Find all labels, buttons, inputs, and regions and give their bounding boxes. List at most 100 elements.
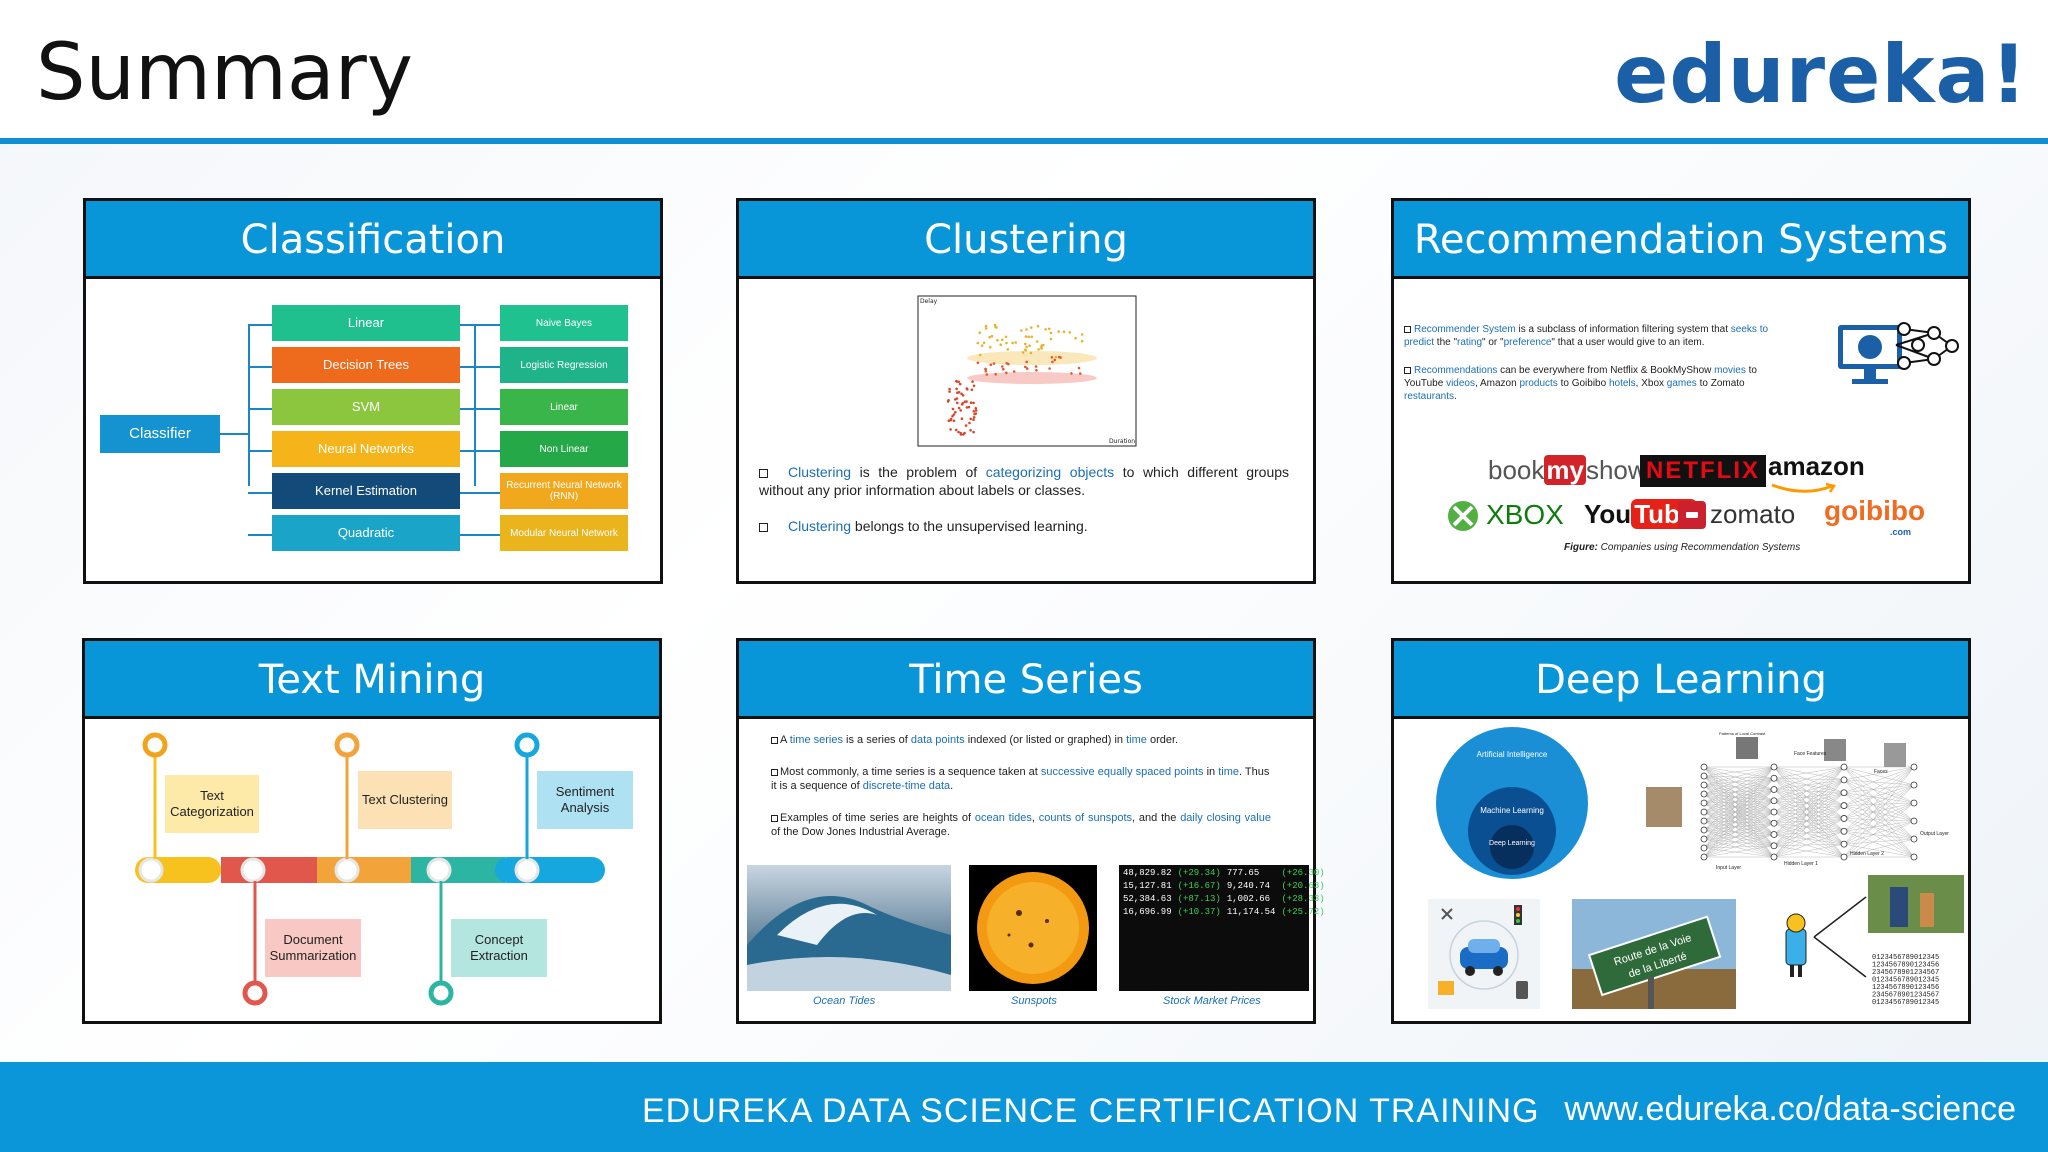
nn-node <box>1910 817 1918 825</box>
sunspots-image <box>969 865 1097 991</box>
svg-text:Faces: Faces <box>1874 769 1888 775</box>
stock-value: 15,127.81 <box>1123 881 1172 892</box>
card-title: Clustering <box>739 201 1313 279</box>
scatter-point <box>949 428 952 431</box>
scatter-point <box>1024 335 1028 338</box>
nn-node <box>1910 799 1918 807</box>
scatter-point <box>1053 358 1057 362</box>
scatter-point <box>1034 365 1038 368</box>
scatter-point <box>1070 372 1073 375</box>
scatter-point <box>955 397 959 400</box>
card-title: Deep Learning <box>1394 641 1968 719</box>
nn-node <box>1700 790 1708 798</box>
scatter-point <box>985 373 989 376</box>
scatter-point <box>954 428 958 432</box>
scatter-point <box>956 391 959 394</box>
connector <box>460 450 500 452</box>
nn-node <box>1910 835 1918 843</box>
text-categorization-box: Text Categorization <box>165 775 259 833</box>
scatter-point <box>971 380 974 383</box>
scatter-point <box>969 429 972 432</box>
sunspots-caption: Sunspots <box>1011 995 1057 1007</box>
stock-value: (+25.72) <box>1281 907 1325 918</box>
classifier-subtype-3: Non Linear <box>500 431 628 467</box>
scatter-plot: Delay Duration <box>917 295 1137 447</box>
classifier-type-3: Neural Networks <box>272 431 460 467</box>
scatter-point <box>959 433 963 436</box>
nn-node <box>1770 819 1778 827</box>
nn-node <box>1700 844 1708 852</box>
scatter-point <box>978 331 981 334</box>
edureka-logo[interactable]: edureka! <box>1614 28 2028 121</box>
scatter-point <box>1036 324 1040 328</box>
scatter-point <box>982 341 986 345</box>
digit-row: 1234567890123456 <box>1872 984 1939 992</box>
connector <box>460 324 500 326</box>
connector <box>248 534 272 536</box>
scatter-point <box>949 417 953 421</box>
nn-node <box>1700 835 1708 843</box>
scatter-point <box>1035 369 1038 372</box>
dl-label: Deep Learning <box>1489 840 1535 847</box>
stock-value: 777.65 <box>1226 868 1260 878</box>
classifier-box: Classifier <box>100 415 220 453</box>
digit-row: 0123456789012345 <box>1872 999 1939 1007</box>
connector <box>248 492 272 494</box>
connector <box>220 433 248 435</box>
svg-text:Hidden Layer 1: Hidden Layer 1 <box>1784 861 1818 867</box>
nn-node <box>1770 786 1778 793</box>
bullet-icon <box>759 468 768 478</box>
scatter-point <box>1057 330 1060 333</box>
nn-node <box>1700 817 1708 825</box>
scatter-point <box>972 384 976 388</box>
clustering-body: Delay Duration Clustering is the problem… <box>739 279 1313 581</box>
bullet-icon <box>1404 325 1411 333</box>
stock-value: 9,240.74 <box>1226 881 1271 892</box>
classifier-type-2: SVM <box>272 389 460 425</box>
card-time-series[interactable]: Time Series A time series is a series of… <box>736 638 1325 1024</box>
document-summarization-box: Document Summarization <box>265 919 361 977</box>
card-clustering[interactable]: Clustering Delay Duration Clustering is … <box>736 198 1316 584</box>
scatter-point <box>956 401 959 405</box>
page-title: Summary <box>36 28 413 118</box>
zomato-icon <box>1678 501 1706 529</box>
scatter-point <box>1023 348 1027 352</box>
header: Summary edureka! <box>0 0 2048 140</box>
scatter-point <box>969 401 973 404</box>
footer-url[interactable]: www.edureka.co/data-science <box>1564 1090 2016 1128</box>
classifier-type-0: Linear <box>272 305 460 341</box>
time-series-line-3: Examples of time series are heights of o… <box>771 812 1271 839</box>
scatter-point <box>1037 348 1040 351</box>
scatter-point <box>972 418 975 421</box>
ocean-tides-caption: Ocean Tides <box>813 995 876 1007</box>
scatter-point <box>952 413 956 416</box>
scatter-point <box>972 410 976 413</box>
scatter-point <box>1025 367 1029 370</box>
deep-learning-body: Artificial Intelligence Machine Learning… <box>1394 719 1968 1021</box>
scatter-point <box>1020 329 1023 332</box>
scatter-point <box>989 363 993 366</box>
classifier-subtype-2: Linear <box>500 389 628 425</box>
stock-value: 16,696.99 <box>1123 907 1172 918</box>
stock-value: (+26.30) <box>1281 868 1325 878</box>
card-text-mining[interactable]: Text Mining Text Ca <box>82 638 662 1024</box>
timeline-graphic <box>135 732 605 1006</box>
stock-value: (+10.37) <box>1177 907 1221 918</box>
stock-value: 1,002.66 <box>1226 894 1271 905</box>
scatter-point <box>1048 327 1051 331</box>
card-deep-learning[interactable]: Deep Learning Artificial Intelligence Ma… <box>1391 638 1971 1024</box>
scatter-point <box>992 362 996 365</box>
scatter-point <box>1048 367 1051 370</box>
scatter-point <box>959 409 962 412</box>
bullet-icon <box>771 768 778 776</box>
card-title: Text Mining <box>85 641 659 719</box>
scatter-point <box>1080 339 1084 343</box>
stock-value: 48,829.82 <box>1123 868 1172 878</box>
scatter-point <box>984 327 988 330</box>
card-recommendation-systems[interactable]: Recommendation Systems Recommender Syste… <box>1391 198 1971 584</box>
nn-node <box>1700 808 1708 816</box>
scatter-point <box>1080 333 1084 336</box>
time-series-body: A time series is a series of data points… <box>739 719 1325 1021</box>
